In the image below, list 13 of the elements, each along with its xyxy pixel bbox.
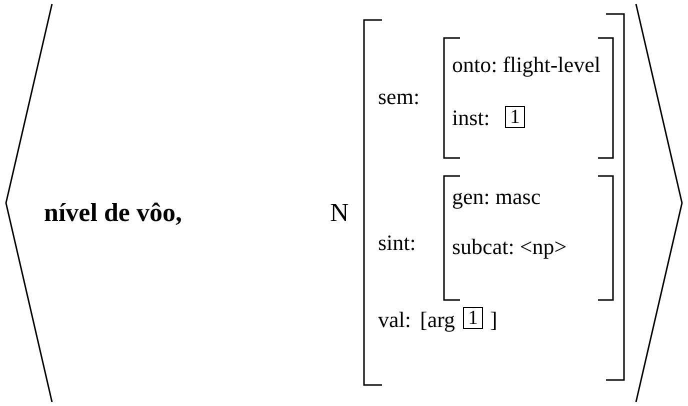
category-label: N <box>330 198 349 228</box>
feature-name: sint: <box>378 229 416 257</box>
feature-name: sem: <box>378 83 420 111</box>
feature-name: inst: <box>452 104 490 132</box>
tag-box: 1 <box>463 307 483 329</box>
feature-value: [arg <box>420 306 456 334</box>
headword: nível de vôo, <box>44 198 182 228</box>
tag-box: 1 <box>505 106 525 128</box>
feature-value: onto: flight-level <box>452 51 600 79</box>
feature-value: subcat: <np> <box>452 233 567 261</box>
bracket-text: ] <box>490 306 498 334</box>
feature-value: gen: masc <box>452 183 541 211</box>
feature-name: val: <box>378 306 411 334</box>
